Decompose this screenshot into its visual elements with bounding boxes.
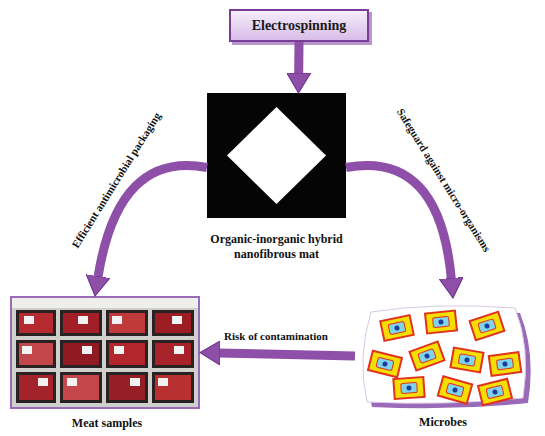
caption-label: Organic-inorganic hybrid nanofibrous mat	[182, 232, 372, 262]
microbes-art	[355, 298, 531, 410]
flow-arrow	[346, 165, 451, 280]
white-diamond	[227, 107, 326, 204]
meat-trays	[16, 310, 194, 403]
mat-box: Organic-inorganic hybrid nanofibrous mat	[207, 93, 346, 218]
caption-label: Meat samples	[32, 416, 182, 431]
meat-image-box: Meat samples	[10, 296, 200, 409]
arrow-label: Efficient antimicrobial packaging	[69, 110, 163, 250]
flow-arrow	[218, 353, 355, 356]
microbe-cells	[368, 310, 521, 405]
arrow-label: Risk of contamination	[224, 330, 328, 342]
nanofiber-mat-art	[207, 93, 346, 218]
process-box: Electrospinning	[229, 9, 369, 42]
flow-arrow	[294, 42, 303, 75]
caption-label: Microbes	[383, 415, 503, 430]
node-label: Electrospinning	[252, 18, 347, 34]
arrow-label: Safeguard against micro-organisms	[395, 106, 493, 254]
meat-photo	[12, 298, 198, 407]
microbes-image-box: Microbes	[355, 298, 531, 410]
